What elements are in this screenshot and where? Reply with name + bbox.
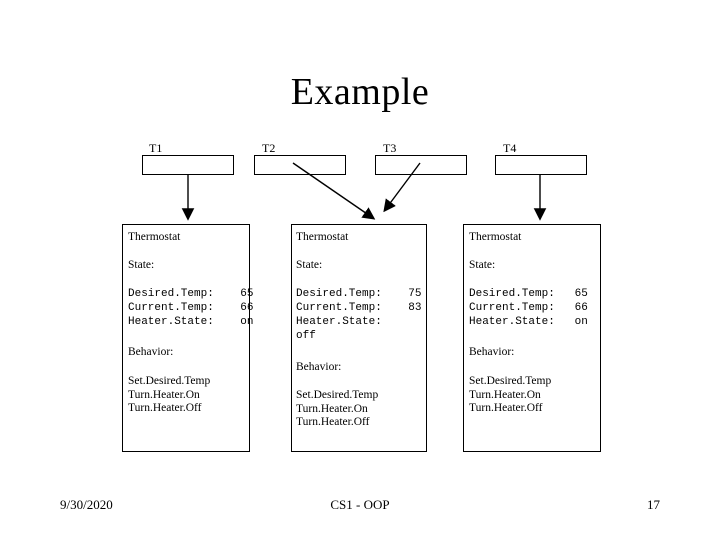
variable-label-t3: T3 bbox=[383, 141, 397, 155]
variable-label-t4: T4 bbox=[503, 141, 517, 155]
object-3-state-fields: Desired.Temp: 65 Current.Temp: 66 Heater… bbox=[469, 288, 588, 328]
object-3-behavior-methods: Set.Desired.Temp Turn.Heater.On Turn.Hea… bbox=[469, 375, 552, 414]
object-1-state-label: State: bbox=[128, 259, 155, 271]
object-3-class-name: Thermostat bbox=[469, 231, 522, 243]
object-box-1 bbox=[122, 224, 250, 452]
footer-course: CS1 - OOP bbox=[330, 497, 390, 512]
variable-label-t1: T1 bbox=[149, 141, 163, 155]
footer-page-number: 17 bbox=[647, 497, 660, 512]
object-1-class-name: Thermostat bbox=[128, 231, 181, 243]
object-2-state-fields: Desired.Temp: 75 Current.Temp: 83 Heater… bbox=[296, 288, 422, 342]
footer-date: 9/30/2020 bbox=[60, 497, 113, 512]
variable-box-t1 bbox=[142, 155, 234, 175]
variable-box-t3 bbox=[375, 155, 467, 175]
variable-box-t2 bbox=[254, 155, 346, 175]
variable-label-t2: T2 bbox=[262, 141, 276, 155]
object-box-2 bbox=[291, 224, 427, 452]
page-title: Example bbox=[290, 71, 430, 113]
object-1-state-fields: Desired.Temp: 65 Current.Temp: 66 Heater… bbox=[128, 288, 254, 328]
object-1-behavior-label: Behavior: bbox=[128, 346, 174, 358]
object-2-behavior-methods: Set.Desired.Temp Turn.Heater.On Turn.Hea… bbox=[296, 389, 379, 428]
object-2-state-label: State: bbox=[296, 259, 323, 271]
object-3-behavior-label: Behavior: bbox=[469, 346, 515, 358]
object-box-3 bbox=[463, 224, 601, 452]
object-1-behavior-methods: Set.Desired.Temp Turn.Heater.On Turn.Hea… bbox=[128, 375, 211, 414]
object-3-state-label: State: bbox=[469, 259, 496, 271]
object-2-behavior-label: Behavior: bbox=[296, 361, 342, 373]
variable-box-t4 bbox=[495, 155, 587, 175]
object-2-class-name: Thermostat bbox=[296, 231, 349, 243]
